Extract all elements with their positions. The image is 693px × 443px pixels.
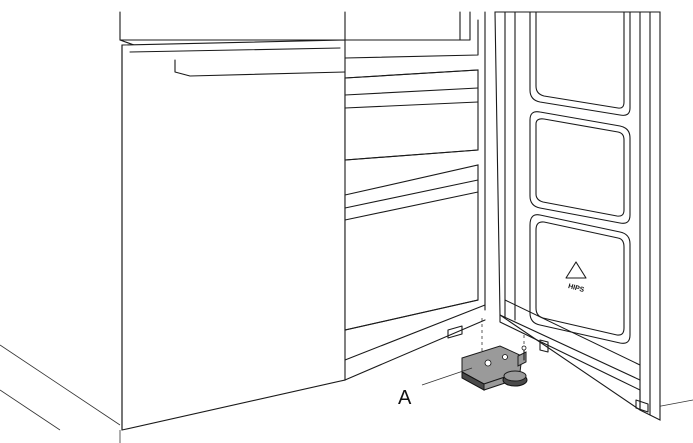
- upper-drawer: [344, 69, 479, 161]
- door-shelf-middle: [529, 111, 631, 224]
- callout-label: A: [398, 387, 412, 409]
- door-bottom-edge: [499, 314, 649, 413]
- recycle-triangle-icon: [565, 261, 587, 279]
- floor-slot: [447, 325, 463, 339]
- hinge-part: [461, 345, 528, 391]
- left-door: [121, 39, 346, 431]
- cabinet-interior: [344, 11, 486, 381]
- recycle-mark: HIPS: [565, 261, 587, 294]
- callout-a: A: [398, 367, 473, 409]
- recycle-material-text: HIPS: [567, 283, 585, 294]
- door-shelf-bottom: [529, 214, 631, 344]
- lower-drawer: [344, 164, 479, 331]
- right-door: [494, 11, 661, 421]
- door-shelf-top: [529, 11, 631, 116]
